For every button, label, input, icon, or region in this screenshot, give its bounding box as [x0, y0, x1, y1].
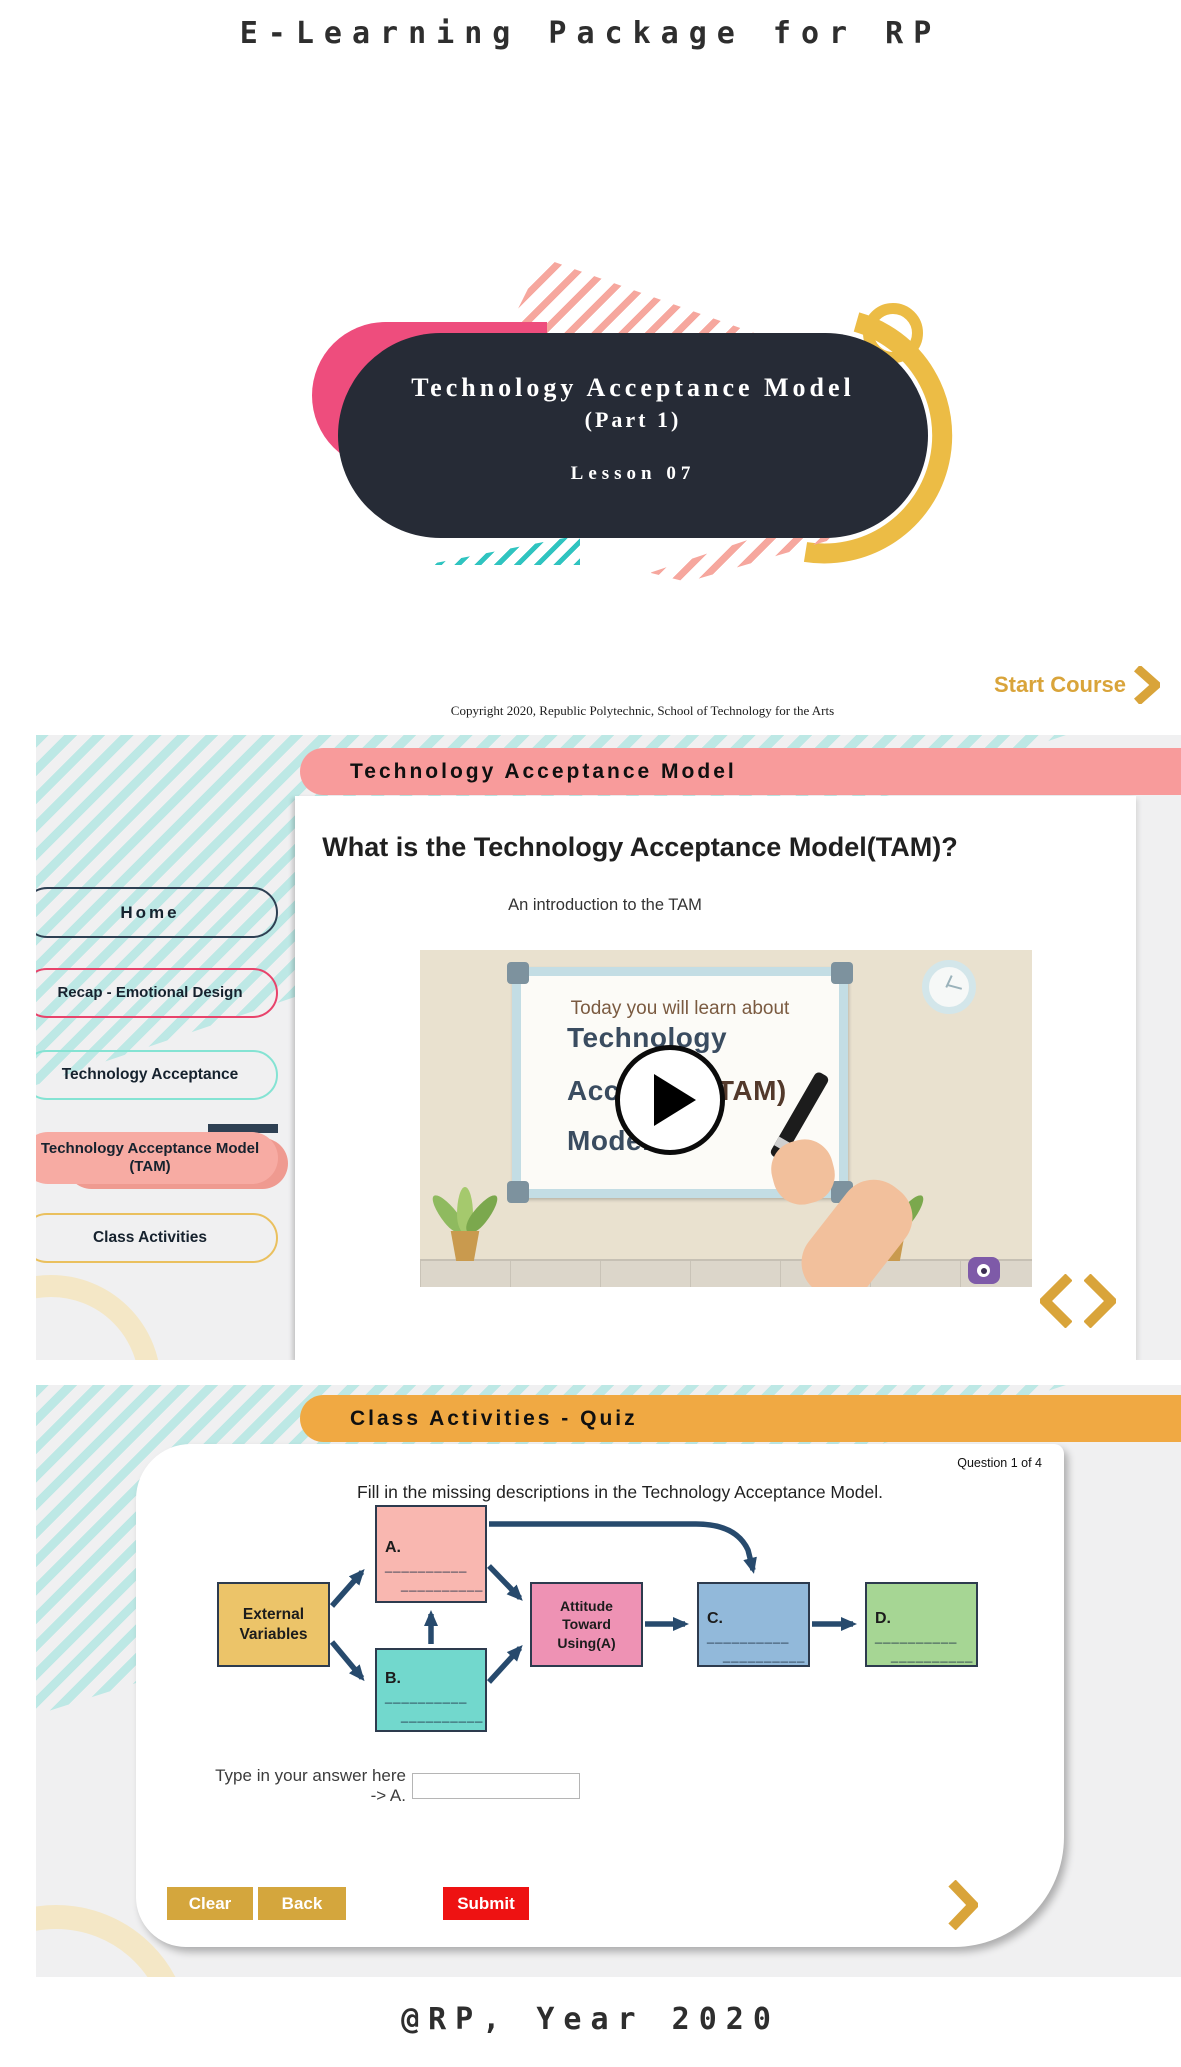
prev-button[interactable]	[1040, 1274, 1072, 1328]
chevron-right-icon	[948, 1879, 980, 1931]
lesson-subheading: An introduction to the TAM	[508, 896, 702, 914]
quiz-screen: Class Activities - Quiz Question 1 of 4 …	[36, 1385, 1181, 1977]
start-course-label: Start Course	[993, 672, 1126, 697]
sidebar-item-class-activities[interactable]: Class Activities	[36, 1213, 278, 1263]
sidebar-item-label: Technology Acceptance	[61, 1066, 239, 1083]
video-floor	[420, 1259, 1032, 1287]
decor-teal-stripes	[425, 535, 580, 565]
box-label: B.	[385, 1670, 401, 1687]
whiteboard-corner	[507, 962, 529, 984]
diagram-box-c: C. __________ __________	[697, 1582, 810, 1667]
sidebar-item-recap-emotional-design[interactable]: Recap - Emotional Design	[36, 968, 278, 1018]
lesson-heading: What is the Technology Acceptance Model(…	[322, 832, 958, 862]
video-caption-intro: Today you will learn about	[570, 998, 790, 1019]
lesson-title-banner: Technology Acceptance Model (Part 1) Les…	[338, 333, 928, 538]
box-label: Attitude Toward Using(A)	[557, 1598, 616, 1651]
sidebar-item-label: Home	[120, 902, 180, 922]
box-label: D.	[875, 1610, 891, 1627]
sidebar-item-label: Technology Acceptance Model (TAM)	[40, 1140, 260, 1175]
video-caption-line1: Technology	[567, 1022, 728, 1053]
banner-lesson: Lesson 07	[570, 463, 696, 484]
box-label: C.	[707, 1610, 723, 1627]
play-icon	[654, 1074, 696, 1126]
diagram-box-a: A. __________ __________	[375, 1505, 487, 1603]
back-button[interactable]: Back	[258, 1887, 346, 1920]
lesson-nav	[1040, 1274, 1116, 1328]
box-label: External Variables	[239, 1606, 308, 1643]
banner-title: Technology Acceptance Model	[411, 373, 855, 402]
sidebar-active-marker	[208, 1124, 278, 1133]
lesson-screen: Technology Acceptance Model Home Recap -…	[36, 735, 1181, 1360]
decor-yellow-arc	[803, 312, 953, 564]
diagram-box-d: D. __________ __________	[865, 1582, 978, 1667]
answer-label: Type in your answer here -> A.	[215, 1766, 406, 1805]
banner-part: (Part 1)	[584, 407, 682, 432]
diagram-arrows	[329, 1521, 857, 1684]
whiteboard-corner	[831, 962, 853, 984]
diagram-box-attitude: Attitude Toward Using(A)	[530, 1582, 643, 1667]
play-button[interactable]	[615, 1045, 725, 1155]
quiz-next-button[interactable]	[948, 1879, 980, 1935]
answer-row: Type in your answer here -> A.	[206, 1766, 580, 1806]
decor-beige-arc	[36, 1275, 161, 1360]
clock-illustration	[922, 960, 976, 1014]
diagram-box-external-variables: External Variables	[217, 1582, 330, 1667]
robot-mascot	[968, 1257, 1000, 1284]
whiteboard-corner	[507, 1181, 529, 1203]
chevron-right-icon	[1134, 666, 1160, 704]
page-title: E-Learning Package for RP	[239, 16, 942, 51]
answer-input[interactable]	[412, 1773, 580, 1799]
sidebar-item-technology-acceptance[interactable]: Technology Acceptance	[36, 1050, 278, 1100]
question-counter: Question 1 of 4	[957, 1456, 1042, 1470]
copyright-text: Copyright 2020, Republic Polytechnic, Sc…	[450, 703, 835, 718]
clear-button[interactable]: Clear	[167, 1887, 253, 1920]
question-text: Fill in the missing descriptions in the …	[357, 1482, 883, 1502]
sidebar-item-home[interactable]: Home	[36, 887, 278, 938]
box-label: A.	[385, 1539, 401, 1556]
submit-button[interactable]: Submit	[443, 1887, 529, 1920]
diagram-box-b: B. __________ __________	[375, 1648, 487, 1732]
next-button[interactable]	[1084, 1274, 1116, 1328]
cover-banner: Technology Acceptance Model (Part 1) Les…	[0, 190, 1181, 610]
quiz-header-bar: Class Activities - Quiz	[300, 1395, 1181, 1442]
lesson-content-card: What is the Technology Acceptance Model(…	[295, 796, 1136, 1360]
sidebar-item-label: Recap - Emotional Design	[57, 984, 243, 1001]
sidebar-item-tam-active[interactable]: Technology Acceptance Model (TAM)	[36, 1132, 278, 1184]
footer-credit: @RP, Year 2020	[401, 2002, 780, 2037]
sidebar-item-label: Class Activities	[92, 1229, 207, 1246]
lesson-header-bar: Technology Acceptance Model	[300, 748, 1181, 795]
quiz-card: Question 1 of 4 Fill in the missing desc…	[136, 1444, 1064, 1947]
start-course-button[interactable]: Start Course	[994, 666, 1160, 704]
video-player[interactable]: Today you will learn about Technology Ac…	[420, 950, 1032, 1287]
plant-illustration	[427, 1179, 503, 1261]
